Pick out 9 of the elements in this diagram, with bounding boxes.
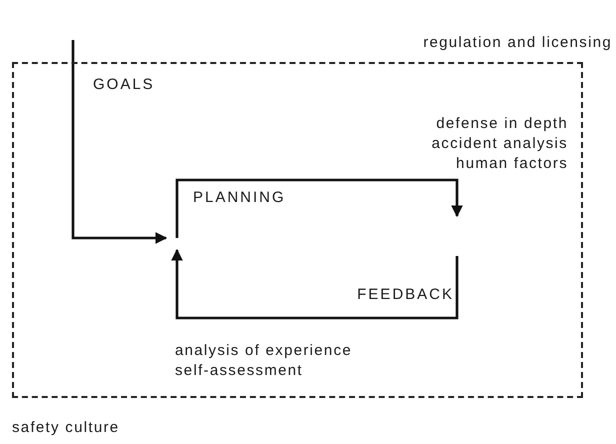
arrow [171,248,458,320]
region-label: regulation and licensing [422,33,612,52]
note-text: defense in depth accident analysis human factors [430,114,568,174]
stage-label: FEEDBACK [350,285,454,304]
region-label: safety culture [12,418,120,437]
arrow [72,40,168,244]
note-text: analysis of experience self-assessment [175,341,354,381]
arrow [176,178,463,238]
stage-label: PLANNING [193,188,333,207]
